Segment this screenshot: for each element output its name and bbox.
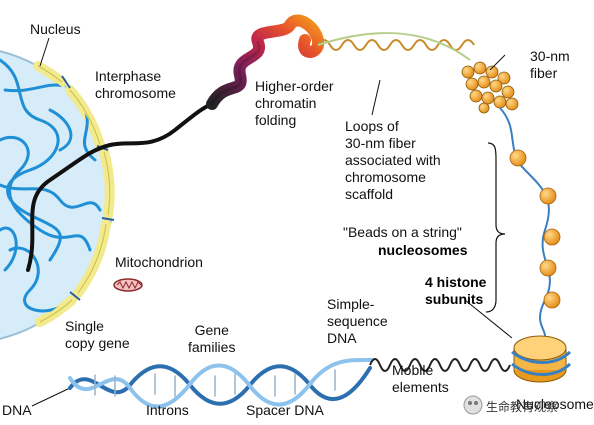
label-scaffold-loops: Loops of 30-nm fiber associated with chr… — [345, 118, 441, 202]
watermark-text: 生命教育观察 — [486, 400, 559, 414]
linker-dna — [369, 358, 511, 372]
label-mitochondrion: Mitochondrion — [115, 254, 203, 270]
label-gene-families: Gene families — [188, 322, 236, 355]
label-30nm-fiber: 30-nm fiber — [530, 48, 570, 81]
interphase-chromosome-thread — [26, 98, 220, 272]
higher-order-chromatin-coil — [206, 14, 324, 110]
nucleosome-core — [511, 335, 572, 383]
label-interphase-chromosome: Interphase chromosome — [95, 68, 176, 101]
scaffold-loops — [317, 32, 475, 61]
fiber-30nm-cluster — [461, 61, 519, 114]
label-nucleosomes: nucleosomes — [378, 242, 468, 258]
label-mobile-elements: Mobile elements — [392, 362, 449, 395]
leader-lines — [31, 37, 513, 407]
label-introns: Introns — [146, 402, 189, 418]
watermark-icon — [463, 395, 483, 415]
label-higher-order-folding: Higher-order chromatin folding — [255, 78, 334, 128]
label-spacer-dna: Spacer DNA — [246, 402, 324, 418]
label-simple-sequence-dna: Simple- sequence DNA — [327, 296, 388, 346]
label-single-copy-gene: Single copy gene — [65, 318, 130, 351]
mitochondrion — [113, 278, 143, 292]
label-nucleosome: Nucleosome — [516, 396, 594, 412]
label-dna: DNA — [2, 402, 32, 418]
beads-nucleosomes — [509, 149, 561, 309]
label-beads-on-string: "Beads on a string" — [343, 224, 462, 240]
label-nucleus: Nucleus — [30, 21, 81, 37]
label-histone-subunits: 4 histone subunits — [425, 274, 487, 307]
beads-bracket — [485, 142, 506, 313]
beads-string — [499, 107, 551, 346]
dna-double-helix — [68, 357, 374, 409]
